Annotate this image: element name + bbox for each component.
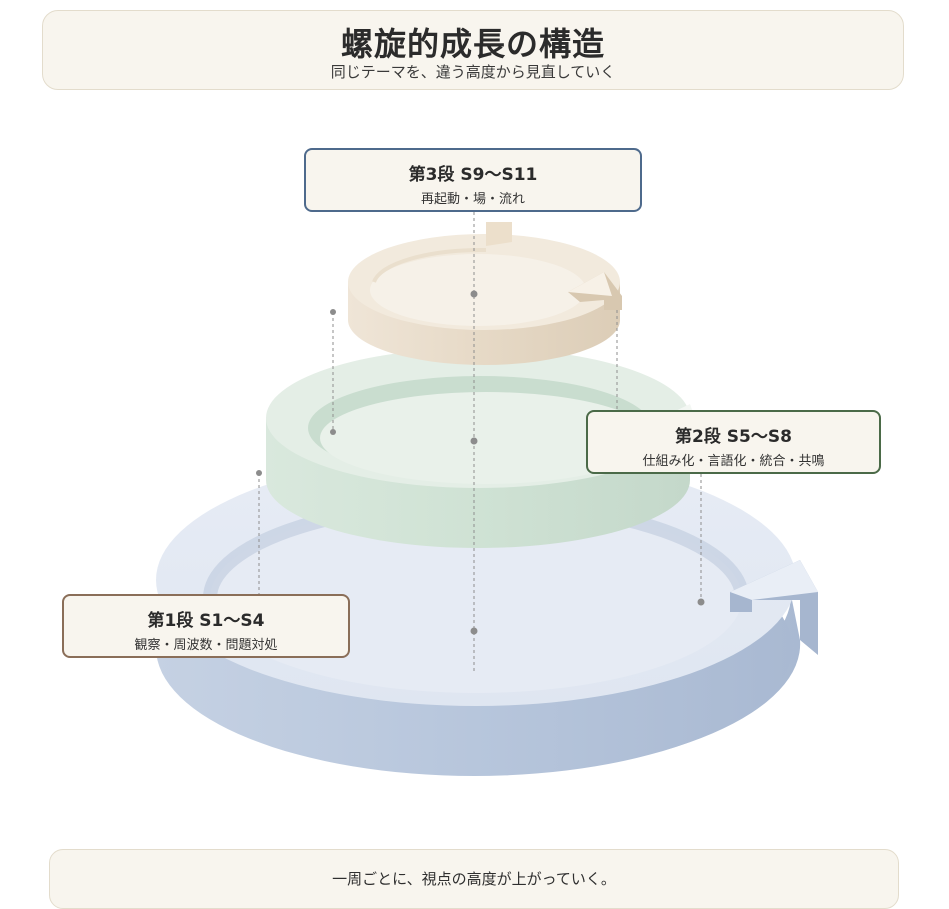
footer-caption: 一周ごとに、視点の高度が上がっていく。 (332, 870, 616, 888)
page-title: 螺旋的成長の構造 (340, 25, 605, 63)
header-card: 螺旋的成長の構造 同じテーマを、違う高度から見直していく (42, 10, 904, 90)
footer-card: 一周ごとに、視点の高度が上がっていく。 (49, 849, 899, 909)
stage-3-title: 第3段 S9〜S11 (408, 165, 538, 185)
stage-2-title: 第2段 S5〜S8 (675, 427, 792, 447)
ring-stage-3 (348, 222, 622, 365)
stage-2-label-card: 第2段 S5〜S8 仕組み化・言語化・統合・共鳴 (586, 410, 881, 474)
stage-3-description: 再起動・場・流れ (420, 192, 525, 207)
stage-1-title: 第1段 S1〜S4 (147, 611, 265, 631)
page-subtitle: 同じテーマを、違う高度から見直していく (330, 63, 616, 81)
stage-1-label-card: 第1段 S1〜S4 観察・周波数・問題対処 (62, 594, 350, 658)
stage-1-description: 観察・周波数・問題対処 (134, 638, 278, 653)
stage-3-label-card: 第3段 S9〜S11 再起動・場・流れ (304, 148, 642, 212)
guide-dots (256, 290, 705, 635)
stage-2-description: 仕組み化・言語化・統合・共鳴 (642, 454, 825, 469)
